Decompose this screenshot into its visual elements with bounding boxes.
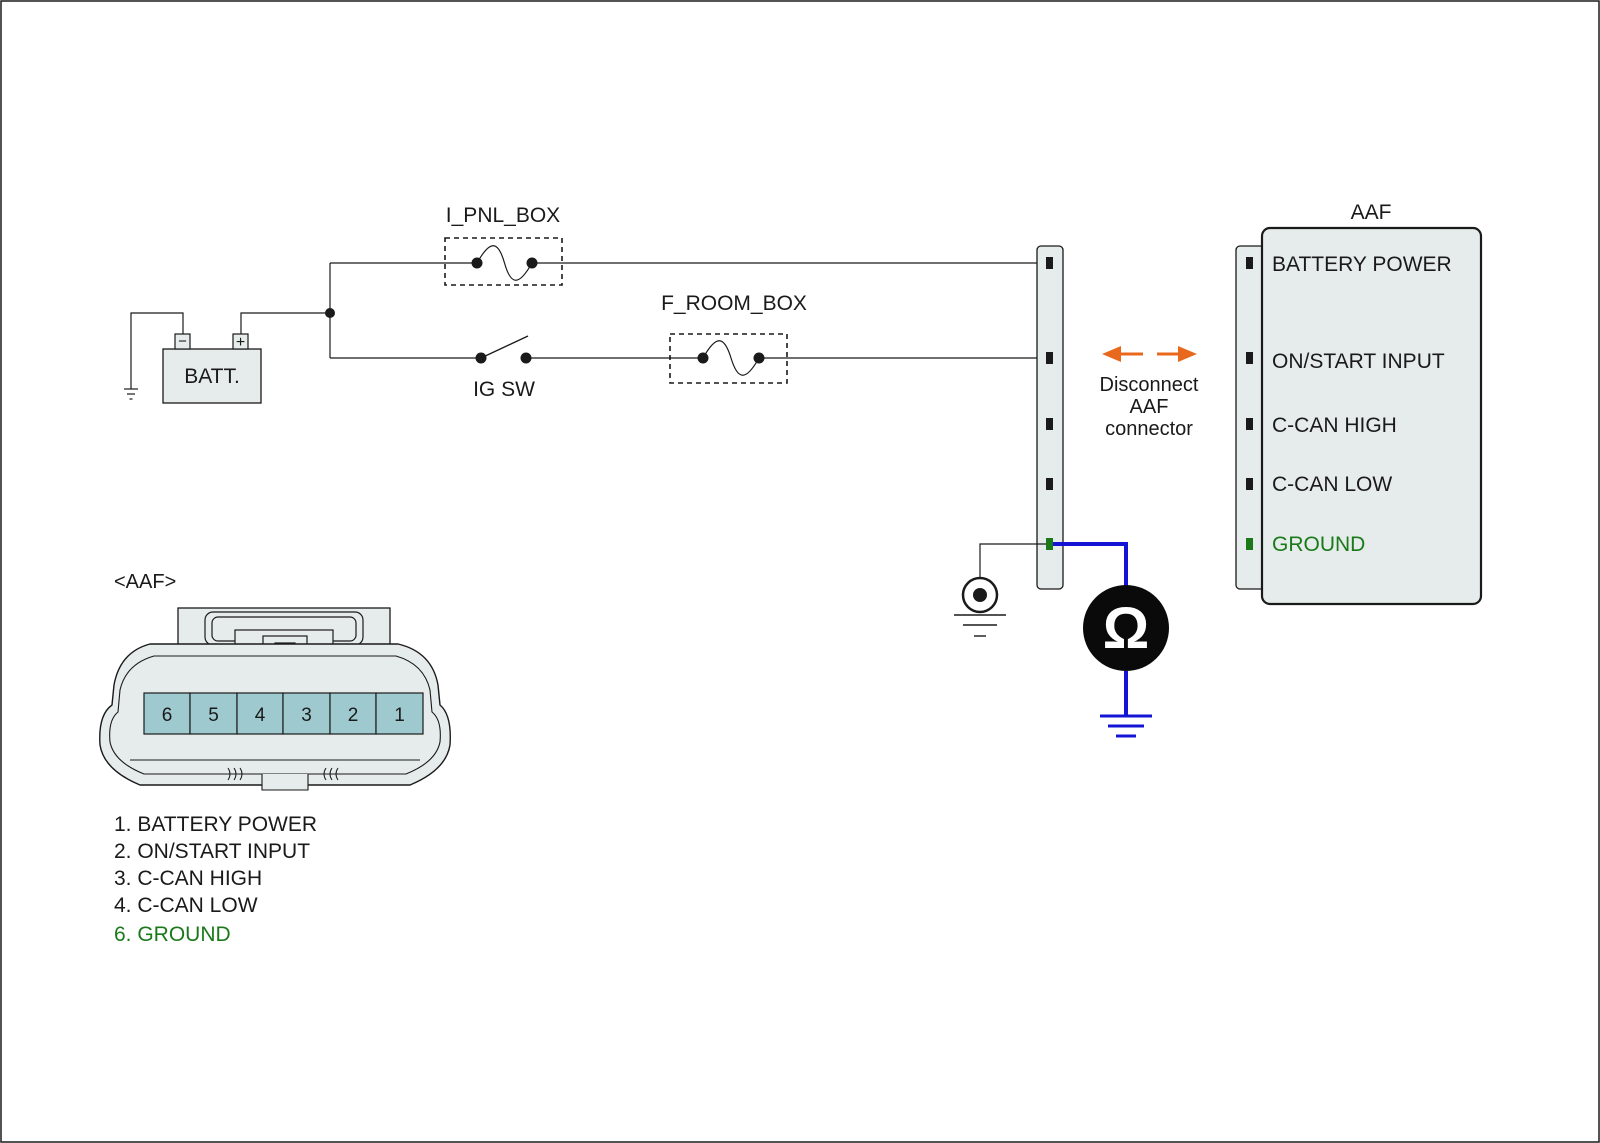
ohm-icon: Ω (1103, 596, 1150, 661)
f-room-box-label: F_ROOM_BOX (661, 292, 807, 315)
aaf-pin-label: C-CAN LOW (1272, 473, 1392, 496)
aaf-pin-label: BATTERY POWER (1272, 253, 1452, 276)
harness-pin-ground (1046, 538, 1053, 550)
harness-pin (1046, 418, 1053, 430)
ohmmeter-body (1083, 585, 1169, 671)
connector-pin-cell (236, 692, 284, 735)
harness-pin (1046, 478, 1053, 490)
connector-pin-cell (189, 692, 238, 735)
disconnect-note-line: Disconnect (1100, 374, 1199, 396)
battery: BATT. − + (124, 312, 330, 404)
aaf-module-title: AAF (1351, 201, 1392, 224)
aaf-pin-label: C-CAN HIGH (1272, 414, 1397, 437)
harness-connector-body (1036, 245, 1064, 590)
disconnect-note-line: connector (1105, 418, 1193, 440)
connector-pin-number: 2 (348, 705, 359, 726)
ohmmeter: Ω (1083, 585, 1169, 671)
harness-pin (1046, 352, 1053, 364)
body-ground-icon (954, 576, 1006, 637)
connector-pin-row: 6 5 4 3 2 1 (143, 692, 424, 735)
pin-legend-item: 3. C-CAN HIGH (114, 867, 262, 890)
aaf-pin (1246, 352, 1253, 364)
fuse-icon (471, 245, 538, 281)
connector-view-title: <AAF> (114, 571, 176, 593)
battery-positive-sign: + (236, 334, 245, 351)
battery-body (162, 348, 262, 404)
connector-pin-number: 3 (301, 705, 312, 726)
connector-pin-number: 5 (208, 705, 219, 726)
pin-legend-item: 2. ON/START INPUT (114, 840, 310, 863)
disconnect-note: Disconnect AAF connector (1100, 374, 1199, 440)
disconnect-arrows-icon (1102, 346, 1197, 362)
i-pnl-box (444, 237, 563, 286)
connector-pin-number: 6 (162, 705, 173, 726)
chassis-ground-icon (124, 388, 138, 400)
aaf-pin (1246, 257, 1253, 269)
harness-pin (1046, 257, 1053, 269)
harness-connector[interactable] (1036, 245, 1064, 590)
battery-positive-wire (240, 312, 330, 334)
aaf-module-body (1260, 226, 1483, 606)
ignition-switch-icon (475, 335, 532, 364)
connector-pin-cell (375, 692, 424, 735)
battery-label: BATT. (184, 365, 240, 388)
battery-negative-sign: − (178, 333, 187, 350)
i-pnl-box-label: I_PNL_BOX (446, 204, 560, 227)
aaf-pin-label: GROUND (1272, 533, 1365, 556)
aaf-pin (1246, 478, 1253, 490)
connector-pin-number: 4 (255, 705, 266, 726)
pin-legend-item: 6. GROUND (114, 923, 231, 946)
meter-probe-wire (1053, 542, 1128, 588)
meter-ground-icon (1100, 714, 1152, 738)
harness-ground-wire (979, 543, 1046, 584)
f-room-box (669, 333, 788, 384)
pin-legend-item: 4. C-CAN LOW (114, 894, 258, 917)
pin-legend: 1. BATTERY POWER 2. ON/START INPUT 3. C-… (114, 813, 317, 946)
pin-legend-item: 1. BATTERY POWER (114, 813, 317, 836)
disconnect-note-line: AAF (1130, 396, 1169, 418)
aaf-module[interactable]: BATTERY POWER ON/START INPUT C-CAN HIGH … (1235, 226, 1483, 606)
aaf-pin-label: ON/START INPUT (1272, 350, 1445, 373)
aaf-pin (1246, 418, 1253, 430)
battery-ground-wire (130, 312, 184, 389)
connector-pin-number: 1 (394, 705, 405, 726)
ig-sw-label: IG SW (473, 378, 535, 401)
aaf-pin-ground (1246, 538, 1253, 550)
